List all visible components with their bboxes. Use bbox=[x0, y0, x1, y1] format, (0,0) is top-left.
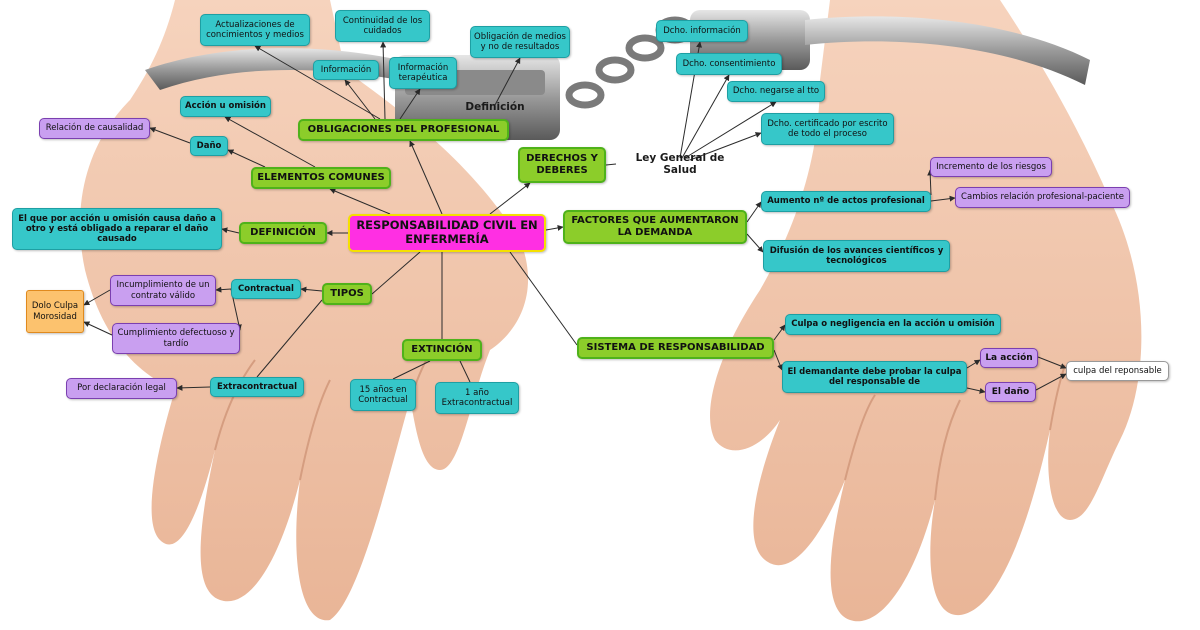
sistema-node: SISTEMA DE RESPONSABILIDAD bbox=[577, 337, 774, 359]
connector-line bbox=[689, 132, 762, 161]
connector-line bbox=[509, 251, 578, 346]
connector-line bbox=[300, 286, 323, 293]
tipos-node: TIPOS bbox=[322, 283, 372, 305]
connector-line bbox=[681, 74, 730, 159]
cumplimiento-node: Cumplimiento defectuoso y tardío bbox=[112, 323, 240, 354]
connector-line bbox=[966, 359, 981, 369]
obligacion-medios-node: Obligación de medios y no de resultados bbox=[470, 26, 570, 58]
elementos-node: ELEMENTOS COMUNES bbox=[251, 167, 391, 189]
connector-line bbox=[1035, 373, 1067, 391]
central-topic: RESPONSABILIDAD CIVIL EN ENFERMERÍA bbox=[348, 214, 546, 252]
culpa-responsable-node: culpa del reponsable bbox=[1066, 361, 1169, 381]
connector-line bbox=[489, 182, 531, 215]
factores-node: FACTORES QUE AUMENTARON LA DEMANDA bbox=[563, 210, 747, 244]
connector-line bbox=[227, 149, 266, 168]
connector-line bbox=[399, 88, 421, 120]
connector-line bbox=[392, 360, 431, 380]
actualizaciones-node: Actualizaciones de concimientos y medios bbox=[200, 14, 310, 46]
derechos-node: DERECHOS Y DEBERES bbox=[518, 147, 606, 183]
connector-line bbox=[149, 127, 191, 144]
connector-line bbox=[215, 286, 232, 293]
dcho-negarse-node: Dcho. negarse al tto bbox=[727, 81, 825, 102]
ley-general-label: Ley General de Salud bbox=[635, 151, 725, 176]
connector-line bbox=[380, 41, 387, 120]
dano-node: Daño bbox=[190, 136, 228, 156]
connector-line bbox=[371, 251, 421, 295]
definicion-label: Definición bbox=[465, 100, 525, 113]
connector-line bbox=[83, 321, 113, 336]
info-terapeutica-node: Información terapéutica bbox=[389, 57, 457, 89]
informacion-node: Información bbox=[313, 60, 379, 80]
relacion-causalidad-node: Relación de causalidad bbox=[39, 118, 150, 139]
connector-line bbox=[329, 188, 391, 215]
la-accion-node: La acción bbox=[980, 348, 1038, 368]
connector-line bbox=[1037, 356, 1067, 369]
incumplimiento-node: Incumplimiento de un contrato válido bbox=[110, 275, 216, 306]
connector-line bbox=[409, 140, 443, 215]
extincion-node: EXTINCIÓN bbox=[402, 339, 482, 361]
dcho-certificado-node: Dcho. certificado por escrito de todo el… bbox=[761, 113, 894, 145]
connector-line bbox=[746, 233, 764, 253]
extracontractual-node: Extracontractual bbox=[210, 377, 304, 397]
culpa-negligencia-node: Culpa o negligencia en la acción u omisi… bbox=[785, 314, 1001, 335]
dcho-informacion-node: Dcho. información bbox=[656, 20, 748, 42]
connector-line bbox=[494, 57, 521, 106]
accion-omision-node: Acción u omisión bbox=[180, 96, 271, 117]
connector-line bbox=[545, 224, 564, 231]
un-ano-node: 1 año Extracontractual bbox=[435, 382, 519, 414]
definicion-node: DEFINICIÓN bbox=[239, 222, 327, 244]
aumento-actos-node: Aumento nº de actos profesional bbox=[761, 191, 931, 212]
el-dano-node: El daño bbox=[985, 382, 1036, 402]
connector-line bbox=[459, 360, 471, 383]
difusion-node: Difusión de los avances científicos y te… bbox=[763, 240, 950, 272]
quince-anos-node: 15 años en Contractual bbox=[350, 379, 416, 411]
connector-line bbox=[684, 101, 777, 159]
continuidad-node: Continuidad de los cuidados bbox=[335, 10, 430, 42]
cambios-relacion-node: Cambios relación profesional-paciente bbox=[955, 187, 1130, 208]
demandante-node: El demandante debe probar la culpa del r… bbox=[782, 361, 967, 393]
connector-line bbox=[773, 349, 783, 371]
connector-line bbox=[773, 324, 786, 341]
connector-line bbox=[344, 79, 376, 120]
declaracion-legal-node: Por declaración legal bbox=[66, 378, 177, 399]
contractual-node: Contractual bbox=[231, 279, 301, 299]
connector-line bbox=[176, 384, 211, 391]
connector-line bbox=[605, 163, 617, 166]
connector-line bbox=[930, 195, 956, 202]
connector-line bbox=[254, 45, 381, 120]
connector-line bbox=[83, 289, 111, 306]
connector-line bbox=[746, 201, 762, 223]
connector-line bbox=[966, 387, 986, 394]
dolo-culpa-node: Dolo Culpa Morosidad bbox=[26, 290, 84, 333]
dcho-consentimiento-node: Dcho. consentimiento bbox=[676, 53, 782, 75]
connector-line bbox=[256, 299, 323, 378]
connector-line bbox=[224, 116, 316, 168]
obligaciones-node: OBLIGACIONES DEL PROFESIONAL bbox=[298, 119, 509, 141]
connector-line bbox=[221, 227, 240, 234]
definicion-texto-node: El que por acción u omisión causa daño a… bbox=[12, 208, 222, 250]
incremento-riesgos-node: Incremento de los riesgos bbox=[930, 157, 1052, 177]
